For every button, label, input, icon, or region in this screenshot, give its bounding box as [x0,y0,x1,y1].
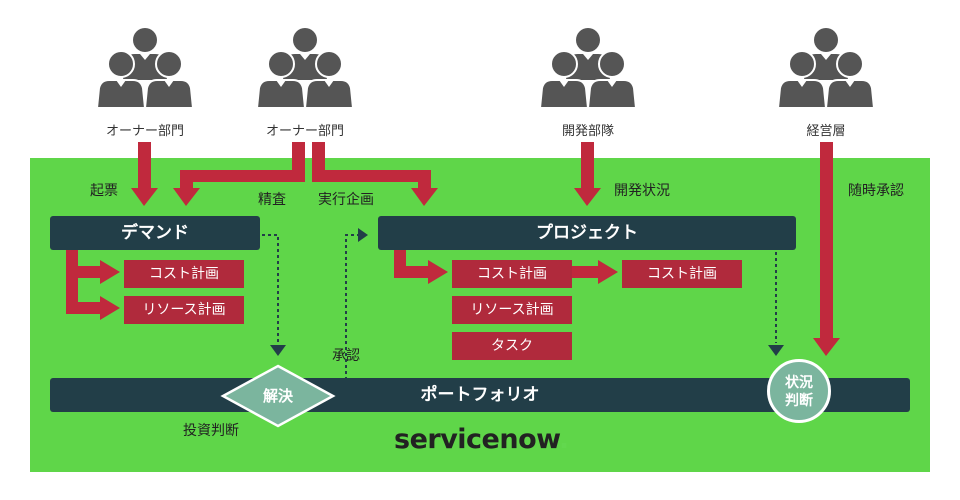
status-judgment-label: 状況 判断 [770,374,828,410]
brand-name: servicenow [394,424,559,455]
demand-resource-plan: リソース計画 [124,296,244,324]
status-judgment-line1: 状況 [785,375,813,391]
demand-cost-plan: コスト計画 [124,260,244,288]
arrow-project-to-subitems [394,248,448,284]
status-judgment-line2: 判断 [785,393,813,409]
arrow-management-to-portfolio [813,142,840,356]
arrow-cost-to-cost [572,260,618,284]
dev-team-label: 開発部隊 [561,124,614,139]
servicenow-logo: servicenow. [394,424,569,455]
project-resource-plan: リソース計画 [452,296,572,324]
label-kaihatsu-jokyo: 開発状況 [614,183,670,199]
label-toushi-handan: 投資判断 [183,423,239,439]
label-seisa: 精査 [258,192,286,208]
demand-bar: デマンド [50,216,260,250]
label-kihyo: 起票 [90,183,118,199]
project-cost-plan: コスト計画 [452,260,572,288]
arrow-owner2-to-project [312,142,438,206]
dotted-arrow-demand-to-portfolio [262,234,279,343]
project-cost-plan-followup: コスト計画 [622,260,742,288]
arrow-demand-to-subitems [66,248,120,320]
label-zuiji-shonin: 随時承認 [848,183,904,199]
brand-dot: . [558,424,569,455]
label-jikko-kikaku: 実行企画 [318,192,374,208]
arrow-devteam-to-project [574,142,601,206]
decision-diamond [220,364,336,428]
arrow-owner1-to-demand [131,142,158,206]
project-bar: プロジェクト [378,216,796,250]
arrow-owner2-to-demand [173,142,305,206]
owner-dept-2-label: オーナー部門 [265,124,344,139]
portfolio-bar: ポートフォリオ [50,378,910,412]
decision-label: 解決 [262,387,293,405]
owner-dept-1-label: オーナー部門 [105,124,184,139]
label-shonin: 承認 [332,348,360,364]
management-label: 経営層 [806,124,846,139]
status-judgment-circle [767,359,831,423]
project-task: タスク [452,332,572,360]
